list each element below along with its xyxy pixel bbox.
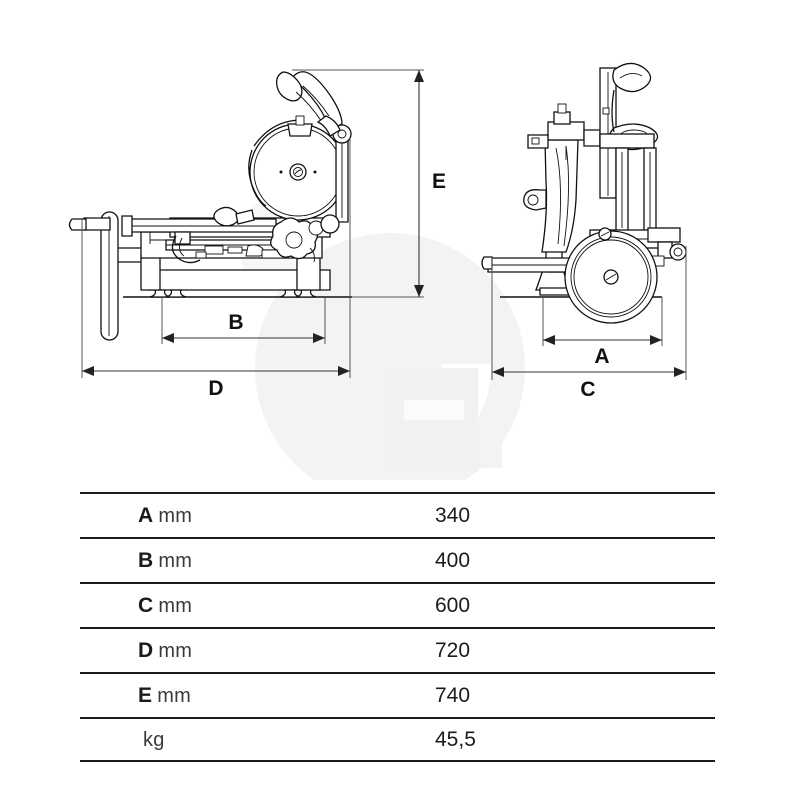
- dimension-b: B: [161, 297, 326, 344]
- front-view-group: A C: [481, 62, 687, 401]
- side-view-group: E B D: [68, 69, 446, 400]
- table-row: kg 45,5: [80, 717, 715, 762]
- spec-value: 600: [435, 593, 471, 617]
- spec-unit: mm: [157, 684, 191, 707]
- spec-label: kg: [138, 728, 165, 752]
- spec-key: E: [138, 683, 153, 707]
- spec-key: C: [138, 593, 154, 617]
- spec-unit: mm: [158, 549, 193, 572]
- dimension-label-a: A: [594, 345, 609, 368]
- spec-value: 400: [435, 548, 471, 572]
- tray-handle-side: [213, 206, 255, 227]
- dimension-e: E: [292, 69, 446, 298]
- blade-mount-front: [527, 103, 601, 160]
- dimension-d: D: [81, 138, 351, 400]
- dimension-a: A: [542, 297, 663, 368]
- spec-unit: mm: [158, 639, 193, 662]
- tray-front: [481, 256, 571, 273]
- technical-drawing: E B D: [68, 62, 687, 480]
- thickness-knob-side: [270, 217, 324, 263]
- spec-key: A: [138, 503, 154, 527]
- spec-unit: kg: [143, 728, 165, 751]
- dimension-label-c: C: [580, 378, 595, 401]
- dimension-label-b: B: [228, 311, 243, 334]
- dimension-label-e: E: [432, 170, 446, 193]
- spec-unit: mm: [158, 594, 193, 617]
- spec-value: 45,5: [435, 727, 476, 751]
- spec-unit: mm: [158, 504, 193, 527]
- flywheel-front: [564, 227, 658, 324]
- base-assembly-side: [140, 239, 331, 298]
- spec-key: B: [138, 548, 154, 572]
- column-front: [523, 139, 579, 253]
- sharpener-arm-side: [275, 71, 343, 137]
- carriage-roller-side: [320, 214, 340, 234]
- flywheel-side: [68, 211, 141, 341]
- spec-value: 720: [435, 638, 471, 662]
- spec-value: 340: [435, 503, 471, 527]
- spec-key: D: [138, 638, 154, 662]
- dimension-label-d: D: [208, 377, 223, 400]
- blade-housing-side: [248, 115, 352, 223]
- dimension-c: C: [491, 246, 687, 401]
- spec-value: 740: [435, 683, 471, 707]
